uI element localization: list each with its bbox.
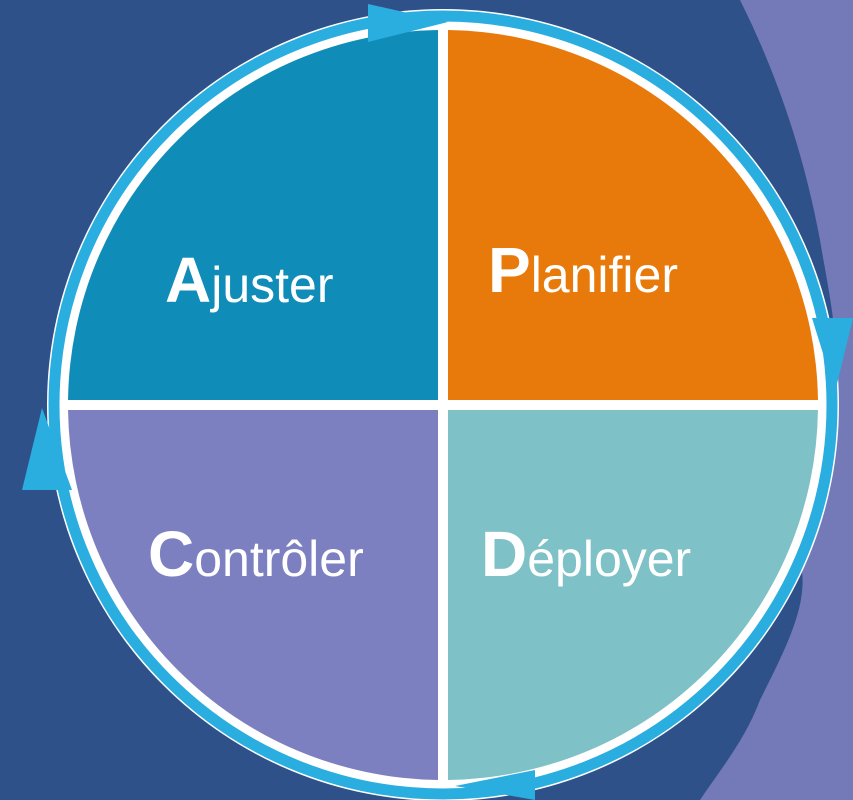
inner-ring	[62, 24, 824, 786]
label-controler-initial: C	[148, 518, 194, 590]
quadrant-deployer	[448, 410, 818, 780]
label-planifier-rest: lanifier	[531, 247, 678, 303]
quadrant-ajuster	[68, 30, 439, 401]
label-ajuster-initial: A	[165, 244, 211, 316]
arrowhead-right-icon	[812, 318, 853, 392]
label-controler-rest: ontrôler	[194, 531, 364, 587]
label-controler: Contrôler	[148, 518, 364, 590]
arrowhead-bottom-icon	[455, 770, 535, 800]
quadrants	[68, 30, 818, 780]
cycle-arrow-ring	[48, 10, 838, 800]
label-planifier: Planifier	[488, 234, 678, 306]
arrowhead-top-icon	[368, 4, 448, 42]
label-deployer-initial: D	[481, 518, 527, 590]
label-deployer: Déployer	[481, 518, 691, 590]
quadrant-planifier	[448, 30, 818, 401]
arrowhead-left-icon	[22, 408, 72, 490]
label-planifier-initial: P	[488, 234, 531, 306]
cycle-arrowheads	[22, 4, 853, 800]
label-ajuster-rest: juster	[209, 257, 333, 313]
label-ajuster: Ajuster	[165, 244, 333, 316]
label-deployer-rest: éployer	[527, 531, 691, 587]
background-decorative-shape	[700, 0, 853, 800]
quadrant-controler	[68, 410, 439, 780]
